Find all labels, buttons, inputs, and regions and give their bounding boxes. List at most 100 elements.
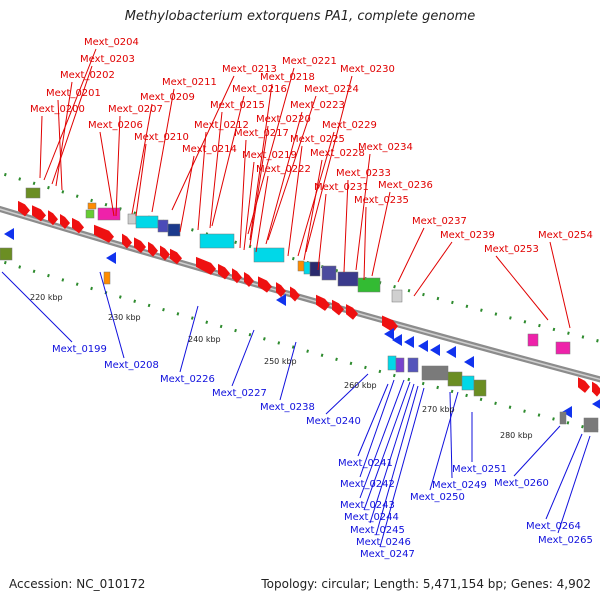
reverse-feature-box (447, 371, 463, 387)
reverse-label-leader (231, 329, 255, 387)
reverse-label-leader (429, 391, 459, 491)
accession-text: Accession: NC_010172 (9, 577, 146, 591)
forward-feature-box (157, 219, 169, 233)
scale-label: 280 kbp (500, 431, 533, 440)
forward-label-leader (249, 83, 273, 241)
forward-feature-box (25, 187, 41, 199)
forward-cds-arrow (258, 276, 272, 293)
forward-cds-arrow (244, 272, 254, 288)
reverse-label-leader (513, 425, 561, 477)
forward-feature-box (337, 271, 359, 287)
forward-feature-box (527, 333, 539, 347)
forward-label-leader (495, 255, 549, 321)
reverse-feature-box (473, 379, 487, 397)
reverse-gene-label: Mext_0250 (410, 492, 465, 503)
forward-label-leader (243, 161, 255, 251)
forward-label-leader (249, 125, 269, 247)
forward-gene-label: Mext_0217 (234, 128, 289, 139)
reverse-label-leader (1, 271, 73, 343)
forward-gene-label: Mext_0221 (282, 56, 337, 67)
forward-label-leader (197, 131, 207, 231)
forward-label-leader (179, 155, 195, 233)
reverse-feature-box (387, 355, 397, 371)
forward-gene-label: Mext_0216 (232, 84, 287, 95)
forward-cds-arrow (94, 224, 114, 243)
reverse-cds-arrow (592, 399, 600, 409)
forward-label-leader (397, 227, 425, 283)
scale-label: 230 kbp (108, 313, 141, 322)
forward-feature-box (97, 207, 121, 221)
forward-feature-box (303, 261, 311, 275)
reverse-label-leader (279, 341, 297, 401)
forward-gene-label: Mext_0253 (484, 244, 539, 255)
scale-label: 260 kbp (344, 381, 377, 390)
reverse-cds-arrow (418, 340, 428, 352)
reverse-gene-label: Mext_0265 (538, 535, 593, 546)
forward-feature-box (391, 289, 403, 303)
reverse-label-leader (359, 379, 405, 499)
scale-label: 250 kbp (264, 357, 297, 366)
reverse-cds-arrow (562, 406, 572, 418)
forward-label-leader (317, 193, 327, 271)
forward-gene-label: Mext_0225 (290, 134, 345, 145)
reverse-cds-arrow (392, 334, 402, 346)
reverse-cds-arrow (106, 252, 116, 264)
forward-gene-label: Mext_0201 (46, 88, 101, 99)
forward-gene-label: Mext_0236 (378, 180, 433, 191)
forward-cds-arrow (290, 286, 300, 302)
forward-cds-arrow (170, 248, 182, 265)
forward-feature-box (135, 215, 159, 229)
forward-cds-arrow (196, 256, 216, 275)
forward-gene-label: Mext_0212 (194, 120, 249, 131)
forward-gene-label: Mext_0220 (256, 114, 311, 125)
reverse-label-leader (557, 435, 591, 534)
reverse-label-leader (449, 391, 453, 479)
forward-gene-label: Mext_0214 (182, 144, 237, 155)
forward-label-leader (43, 48, 97, 181)
forward-label-leader (267, 95, 317, 241)
forward-gene-label: Mext_0210 (134, 132, 189, 143)
forward-gene-label: Mext_0254 (538, 230, 593, 241)
reverse-label-leader (363, 381, 411, 511)
reverse-gene-label: Mext_0245 (350, 525, 405, 536)
reverse-gene-label: Mext_0264 (526, 521, 581, 532)
reverse-gene-label: Mext_0247 (360, 549, 415, 560)
reverse-label-leader (379, 387, 425, 548)
reverse-feature-box (0, 247, 13, 261)
forward-cds-arrow (218, 263, 230, 280)
forward-feature-box (555, 341, 571, 355)
reverse-label-leader (325, 373, 369, 415)
forward-tick-track (0, 171, 600, 343)
forward-gene-label: Mext_0218 (260, 72, 315, 83)
reverse-label-leader (375, 385, 419, 536)
forward-label-leader (239, 139, 247, 249)
forward-cds-arrow (148, 241, 158, 257)
scale-label: 240 kbp (188, 335, 221, 344)
reverse-gene-label: Mext_0246 (356, 537, 411, 548)
forward-cds-arrow (72, 217, 84, 234)
genome-summary-text: Topology: circular; Length: 5,471,154 bp… (261, 577, 591, 591)
forward-label-leader (255, 175, 269, 253)
reverse-tick-track (0, 259, 600, 433)
forward-gene-label: Mext_0203 (80, 54, 135, 65)
reverse-cds-arrow (446, 346, 456, 358)
forward-feature-box (85, 209, 95, 219)
forward-gene-label: Mext_0215 (210, 100, 265, 111)
forward-cds-arrow (578, 377, 590, 393)
reverse-feature-box (559, 411, 567, 425)
forward-label-leader (355, 153, 371, 271)
reverse-cds-arrow (430, 344, 440, 356)
reverse-cds-arrow (4, 228, 14, 240)
reverse-gene-label: Mext_0242 (340, 479, 395, 490)
forward-cds-arrow (134, 237, 146, 253)
reverse-gene-label: Mext_0238 (260, 402, 315, 413)
forward-feature-box (297, 260, 305, 272)
forward-label-leader (39, 115, 43, 179)
forward-label-leader (211, 95, 245, 227)
forward-cds-arrow (346, 304, 358, 320)
forward-label-leader (265, 111, 303, 245)
forward-gene-label: Mext_0228 (310, 148, 365, 159)
forward-cds-arrow (32, 205, 46, 222)
forward-label-leader (363, 206, 367, 281)
